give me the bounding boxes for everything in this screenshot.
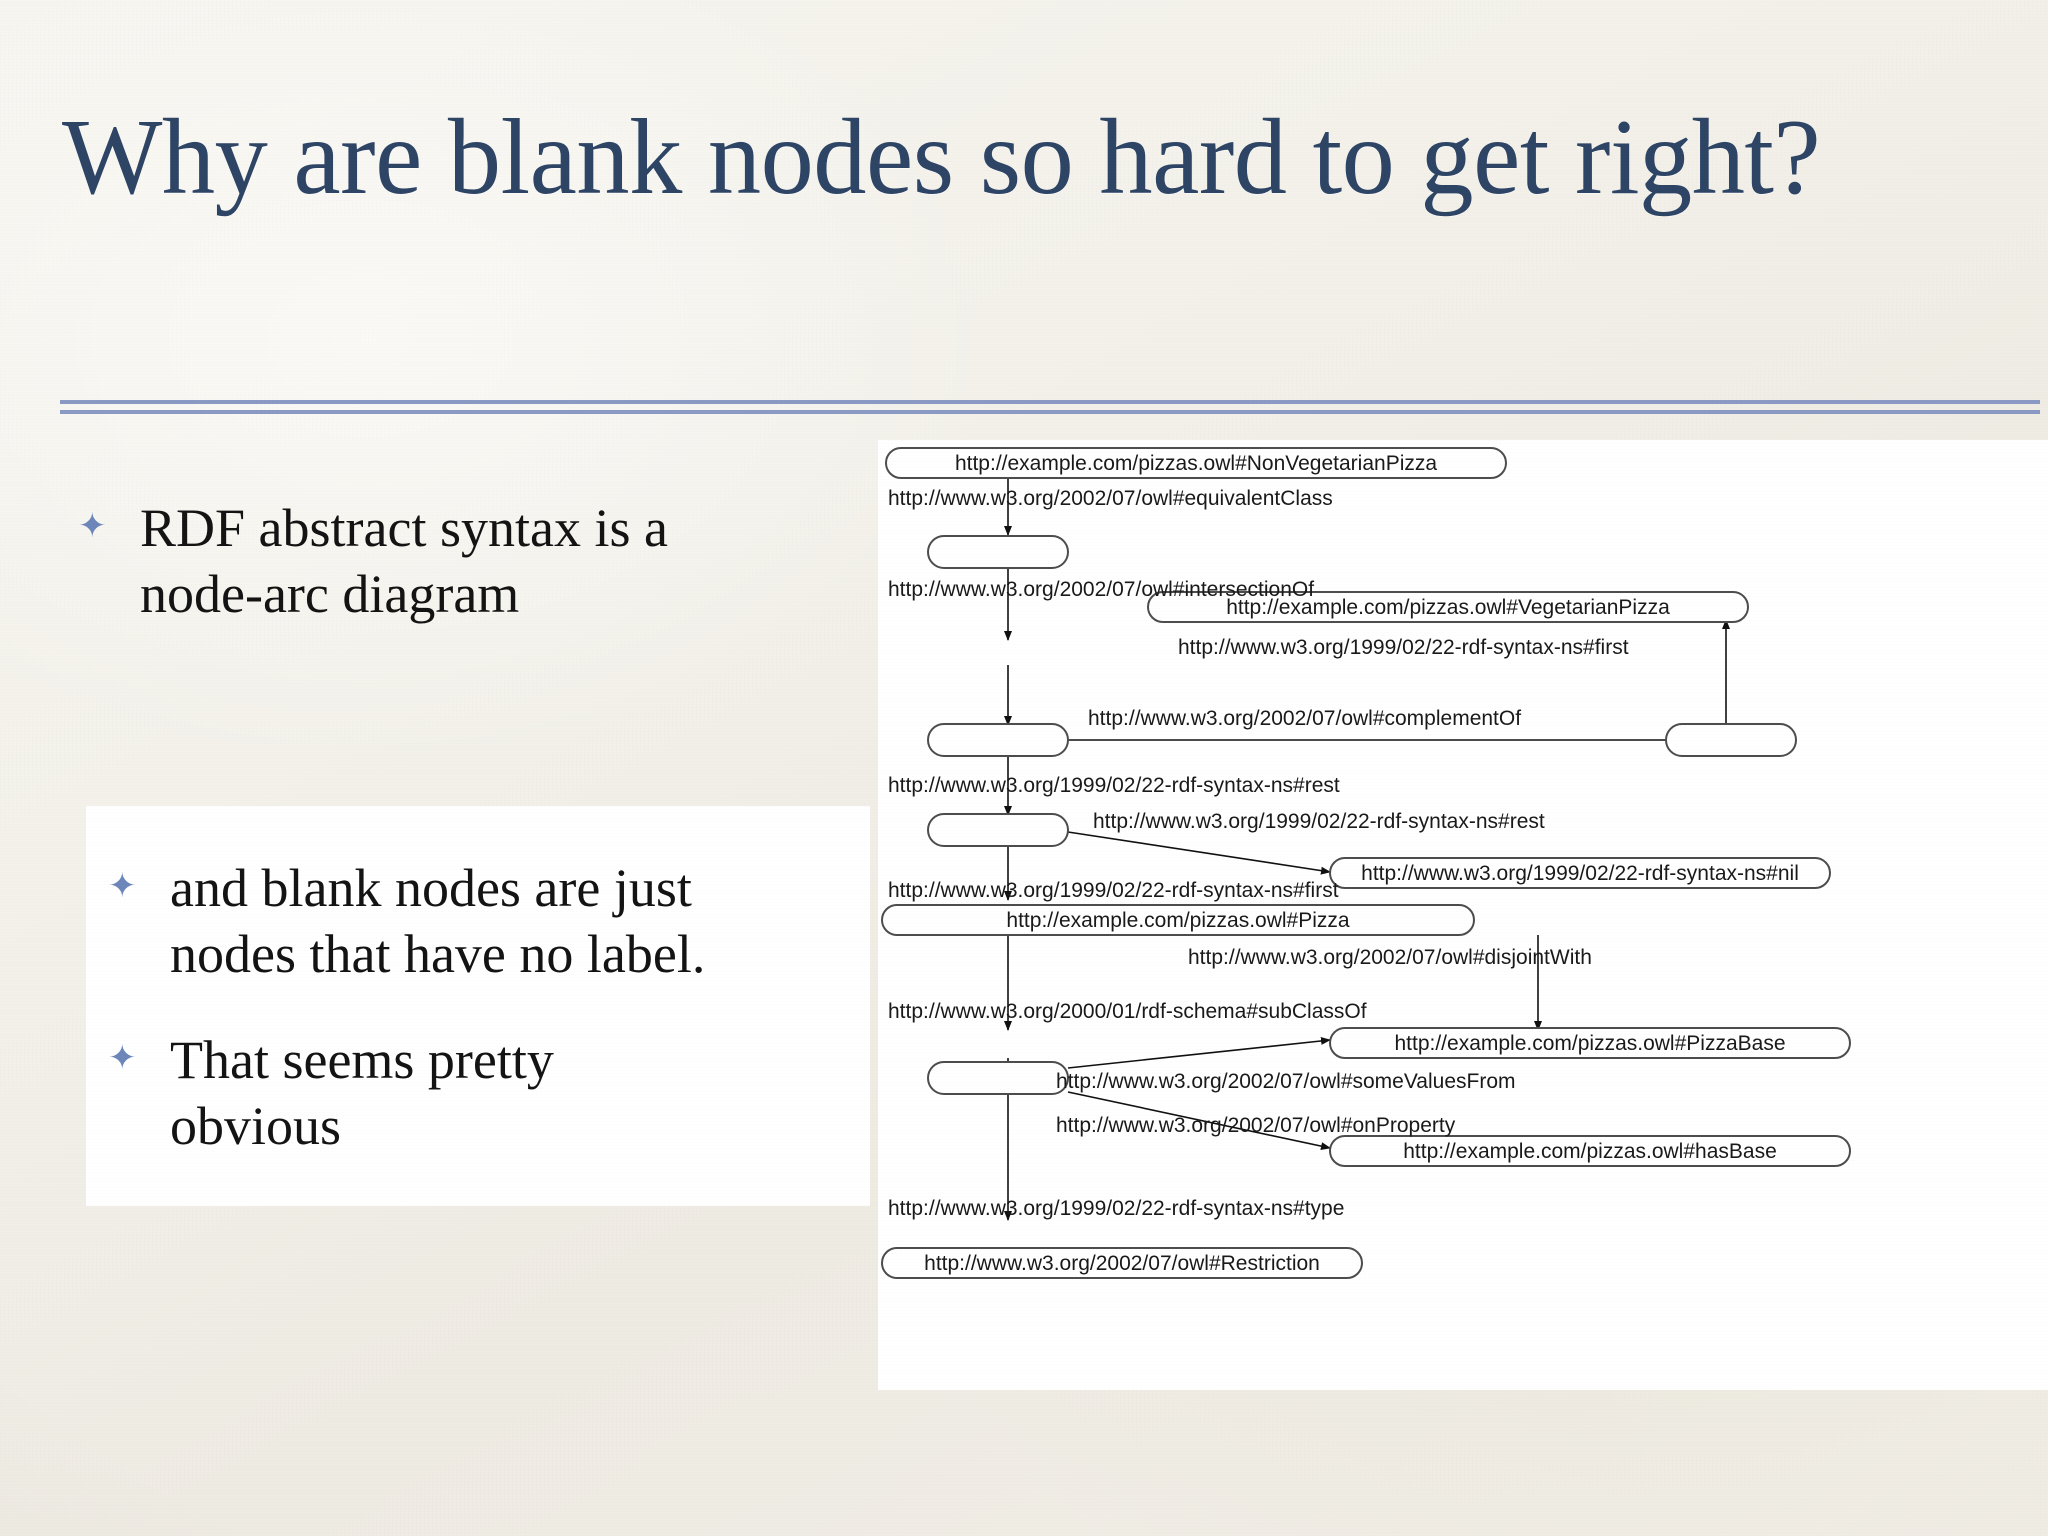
bullet-item-2: ✦ and blank nodes are just nodes that ha… xyxy=(108,856,848,988)
rdf-uri-node-label: http://example.com/pizzas.owl#Vegetarian… xyxy=(1226,596,1670,619)
rdf-uri-node-label: http://example.com/pizzas.owl#hasBase xyxy=(1403,1140,1777,1163)
rdf-uri-node-label: http://example.com/pizzas.owl#PizzaBase xyxy=(1394,1032,1785,1055)
rdf-edge-label: http://www.w3.org/1999/02/22-rdf-syntax-… xyxy=(888,1197,1344,1220)
rdf-uri-node-label: http://example.com/pizzas.owl#Pizza xyxy=(1006,909,1349,932)
rdf-uri-node-label: http://example.com/pizzas.owl#NonVegetar… xyxy=(955,452,1437,475)
bullet-item-1-label: RDF abstract syntax is a node-arc diagra… xyxy=(140,498,668,624)
rdf-edge-label: http://www.w3.org/1999/02/22-rdf-syntax-… xyxy=(1093,810,1545,833)
divider-line-top xyxy=(60,400,2040,404)
divider-line-bottom xyxy=(60,410,2040,414)
bullet-item-2-label: and blank nodes are just nodes that have… xyxy=(170,858,706,984)
rdf-edge-label: http://www.w3.org/2002/07/owl#equivalent… xyxy=(888,487,1333,510)
rdf-edge-label: http://www.w3.org/2002/07/owl#onProperty xyxy=(1056,1114,1456,1137)
rdf-uri-node-label: http://www.w3.org/1999/02/22-rdf-syntax-… xyxy=(1361,862,1799,885)
bullet-item-1: ✦ RDF abstract syntax is a node-arc diag… xyxy=(78,496,798,628)
rdf-edge-label: http://www.w3.org/1999/02/22-rdf-syntax-… xyxy=(888,774,1340,797)
clover-bullet-icon: ✦ xyxy=(108,868,137,905)
rdf-edge-label: http://www.w3.org/2002/07/owl#intersecti… xyxy=(888,578,1314,601)
clover-bullet-icon: ✦ xyxy=(108,1040,137,1077)
page-title: Why are blank nodes so hard to get right… xyxy=(62,98,1821,217)
title-divider xyxy=(60,400,2040,414)
rdf-edge-label: http://www.w3.org/2002/07/owl#disjointWi… xyxy=(1188,946,1592,969)
bullet-item-3: ✦ That seems pretty obvious xyxy=(108,1028,848,1160)
bullet-item-3-label: That seems pretty obvious xyxy=(170,1030,554,1156)
rdf-edge-label: http://www.w3.org/2000/01/rdf-schema#sub… xyxy=(888,1000,1367,1023)
rdf-node-arc-diagram: http://example.com/pizzas.owl#NonVegetar… xyxy=(878,440,2048,1390)
rdf-edge-label: http://www.w3.org/2002/07/owl#someValues… xyxy=(1056,1070,1516,1093)
clover-bullet-icon: ✦ xyxy=(78,508,107,545)
rdf-edge-label: http://www.w3.org/1999/02/22-rdf-syntax-… xyxy=(888,879,1339,902)
rdf-edge-label: http://www.w3.org/2002/07/owl#complement… xyxy=(1088,707,1521,730)
bullet-highlight-card xyxy=(86,806,870,1206)
rdf-uri-node-label: http://www.w3.org/2002/07/owl#Restrictio… xyxy=(924,1252,1320,1275)
rdf-edge-label: http://www.w3.org/1999/02/22-rdf-syntax-… xyxy=(1178,636,1629,659)
